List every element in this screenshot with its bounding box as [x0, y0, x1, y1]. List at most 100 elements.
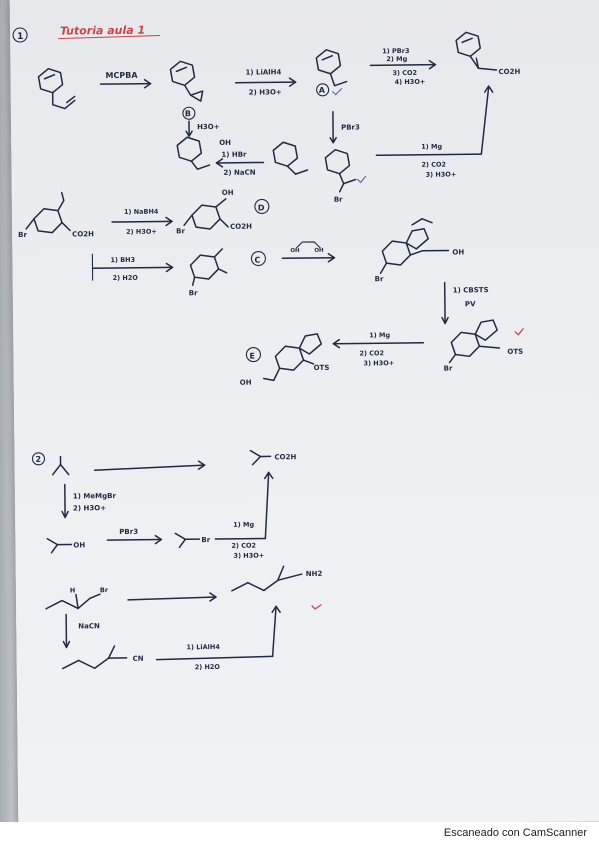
- svg-text:2) H2O: 2) H2O: [195, 663, 221, 671]
- svg-text:1) MeMgBr: 1) MeMgBr: [73, 492, 117, 500]
- label-e: E: [249, 352, 255, 361]
- scanned-photo: Tutoria aula 1 1 MCPBA: [0, 0, 599, 822]
- svg-text:2) CO2: 2) CO2: [231, 542, 256, 550]
- svg-text:Br: Br: [189, 289, 198, 297]
- acetone-molecule: [51, 455, 70, 476]
- label-c-circle: [250, 250, 266, 267]
- bromo-diol-molecule: [189, 248, 228, 286]
- svg-text:OH: OH: [73, 541, 85, 549]
- sec-butyl-bromide-molecule: [45, 593, 101, 610]
- svg-text:2) CO2: 2) CO2: [421, 161, 446, 169]
- svg-text:OTS: OTS: [507, 348, 523, 356]
- bromide-molecule: [324, 148, 357, 193]
- arrow-mcpba: [99, 82, 152, 85]
- footer-bar: Escaneado con CamScanner: [0, 822, 599, 848]
- svg-text:1) PBr3: 1) PBr3: [382, 47, 409, 55]
- styrene-molecule: [37, 67, 76, 110]
- label-e-circle: [245, 347, 261, 363]
- svg-text:Br: Br: [201, 536, 210, 544]
- diol-molecule-b: [176, 136, 211, 170]
- svg-text:H3O+: H3O+: [197, 123, 220, 131]
- reagent-lialh4-2: 2) H3O+: [249, 88, 282, 96]
- label-b-circle: [182, 106, 196, 120]
- svg-text:2) H2O: 2) H2O: [113, 274, 139, 282]
- tert-butanol-molecule: [46, 537, 73, 554]
- svg-text:3) H3O+: 3) H3O+: [233, 551, 264, 559]
- problem-2-number: 2: [35, 455, 41, 464]
- svg-text:PBr3: PBr3: [119, 528, 138, 536]
- svg-text:NH2: NH2: [306, 570, 323, 578]
- svg-text:2) CO2: 2) CO2: [359, 349, 384, 357]
- svg-text:Br: Br: [375, 275, 384, 283]
- hydroxy-acid-molecule: [183, 198, 229, 230]
- svg-text:2) H3O+: 2) H3O+: [73, 504, 106, 512]
- svg-text:3) CO2: 3) CO2: [392, 69, 417, 77]
- svg-text:Br: Br: [444, 364, 453, 372]
- svg-text:1) Mg: 1) Mg: [233, 521, 254, 529]
- handwritten-chemistry-notes: Tutoria aula 1 1 MCPBA: [12, 24, 524, 671]
- label-b: B: [185, 109, 191, 118]
- camscanner-watermark: Escaneado con CamScanner: [443, 827, 587, 839]
- arrow-pbr3: [106, 538, 163, 541]
- arrow-amine: [127, 596, 217, 601]
- amine-molecule: [231, 565, 303, 592]
- arrow-lialh4: [234, 81, 297, 84]
- nitrile-molecule: [61, 645, 128, 670]
- svg-text:1) NaBH4: 1) NaBH4: [124, 208, 159, 216]
- arrow-diol-protection: [281, 256, 336, 260]
- reagent-mcpba: MCPBA: [105, 71, 138, 80]
- arrow-bh3: [91, 266, 174, 270]
- notebook-page: Tutoria aula 1 1 MCPBA: [9, 0, 599, 822]
- svg-text:H: H: [70, 586, 76, 594]
- svg-text:OH: OH: [240, 379, 252, 387]
- svg-text:2) H3O+: 2) H3O+: [126, 228, 157, 236]
- svg-text:OH: OH: [222, 189, 234, 197]
- alcohol-a-molecule: [315, 49, 348, 87]
- svg-text:CO2H: CO2H: [230, 223, 252, 231]
- reagent-lialh4-1: 1) LiAlH4: [245, 68, 281, 76]
- page-header: Tutoria aula 1: [60, 24, 145, 38]
- alkene-molecule: [272, 141, 309, 175]
- svg-text:PV: PV: [465, 300, 476, 308]
- label-c: C: [254, 256, 260, 265]
- svg-text:PBr3: PBr3: [341, 123, 360, 131]
- carboxylic-acid-molecule: [455, 31, 498, 71]
- svg-text:3) H3O+: 3) H3O+: [363, 359, 394, 367]
- svg-text:1) LiAlH4: 1) LiAlH4: [186, 643, 220, 651]
- arrow-mg-co2-e: [332, 342, 425, 345]
- tert-butyl-bromide-molecule: [174, 532, 201, 549]
- svg-text:OH: OH: [290, 248, 300, 254]
- arrow-nabh4: [111, 220, 173, 223]
- svg-text:1) Mg: 1) Mg: [369, 331, 390, 339]
- svg-text:Br: Br: [100, 586, 109, 594]
- bromo-keto-acid-molecule: [25, 191, 71, 234]
- svg-text:Br: Br: [334, 196, 343, 204]
- svg-text:OH: OH: [219, 139, 231, 147]
- svg-text:Br: Br: [18, 231, 27, 239]
- svg-text:OH: OH: [452, 248, 464, 256]
- svg-text:1) CBSTS: 1) CBSTS: [453, 286, 489, 294]
- label-d-circle: [254, 198, 270, 215]
- svg-text:4) H3O+: 4) H3O+: [395, 78, 426, 86]
- silyl-ether-molecule: [448, 319, 501, 364]
- svg-text:OTS: OTS: [314, 364, 330, 372]
- acid-co2h-label: CO2H: [498, 68, 520, 76]
- svg-text:CO2H: CO2H: [274, 453, 296, 461]
- arrow-lialh4-up: [271, 605, 277, 658]
- svg-text:NaCN: NaCN: [78, 622, 100, 630]
- arrow-mg-co2: [375, 153, 483, 157]
- product-e-molecule: [262, 333, 323, 382]
- arrow-co2-up: [264, 471, 270, 540]
- svg-text:1) BH3: 1) BH3: [110, 256, 135, 264]
- label-d: D: [258, 203, 265, 212]
- svg-text:1) Mg: 1) Mg: [421, 143, 442, 151]
- label-a: A: [319, 86, 326, 95]
- svg-text:1) HBr: 1) HBr: [221, 151, 247, 159]
- svg-text:OH: OH: [314, 248, 324, 254]
- svg-text:Br: Br: [176, 227, 185, 235]
- problem-1-number: 1: [17, 32, 23, 42]
- arrow-pbr3-mg: [369, 63, 437, 67]
- acetal-molecule: [379, 218, 433, 274]
- svg-text:2) NaCN: 2) NaCN: [223, 169, 255, 177]
- svg-text:3) H3O+: 3) H3O+: [426, 170, 457, 178]
